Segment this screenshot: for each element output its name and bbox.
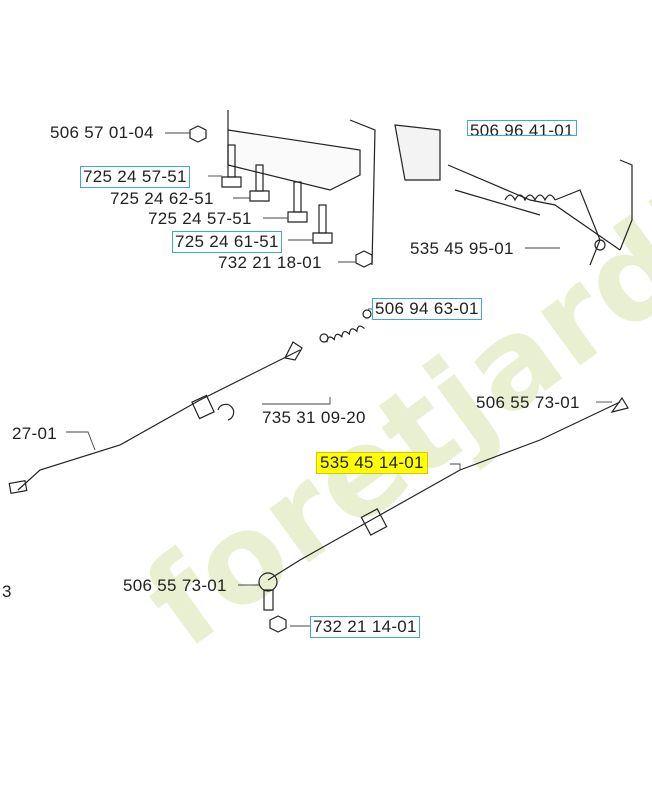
nut-mid [355, 250, 373, 268]
part-label-27-01: 27-01 [12, 424, 57, 443]
part-label-506-55-73-01-bottom: 506 55 73-01 [123, 576, 227, 595]
part-label-735-31-09-20: 735 31 09-20 [262, 408, 366, 427]
bolt-4 [312, 204, 333, 244]
part-label-fragment-3: 3 [2, 582, 12, 601]
part-label-506-96-41-01: 506 96 41-01 [467, 120, 577, 136]
cable-right [258, 396, 629, 611]
bracket-plate [227, 110, 441, 266]
bolt-3 [287, 181, 308, 223]
part-label-535-45-14-01-highlighted: 535 45 14-01 [316, 452, 428, 474]
part-label-725-24-57-51-b: 725 24 57-51 [148, 209, 252, 228]
part-label-725-24-61-51: 725 24 61-51 [172, 231, 282, 253]
part-label-506-55-73-01-top: 506 55 73-01 [476, 393, 580, 412]
spring-mid [319, 309, 372, 343]
part-label-725-24-57-51-a: 725 24 57-51 [80, 166, 190, 188]
leader-lines [66, 132, 612, 627]
nut-bottom [269, 615, 287, 633]
bolt-1 [221, 144, 242, 188]
part-label-506-94-63-01: 506 94 63-01 [372, 298, 482, 320]
nut-top [189, 125, 207, 143]
cable-left [8, 341, 303, 495]
part-label-732-21-14-01: 732 21 14-01 [310, 616, 420, 638]
spring-assembly-upper [447, 159, 633, 266]
part-label-732-21-18-01: 732 21 18-01 [218, 253, 322, 272]
part-label-506-57-01-04: 506 57 01-04 [50, 123, 154, 142]
part-label-535-45-95-01: 535 45 95-01 [410, 239, 514, 258]
part-label-725-24-62-51: 725 24 62-51 [110, 189, 214, 208]
